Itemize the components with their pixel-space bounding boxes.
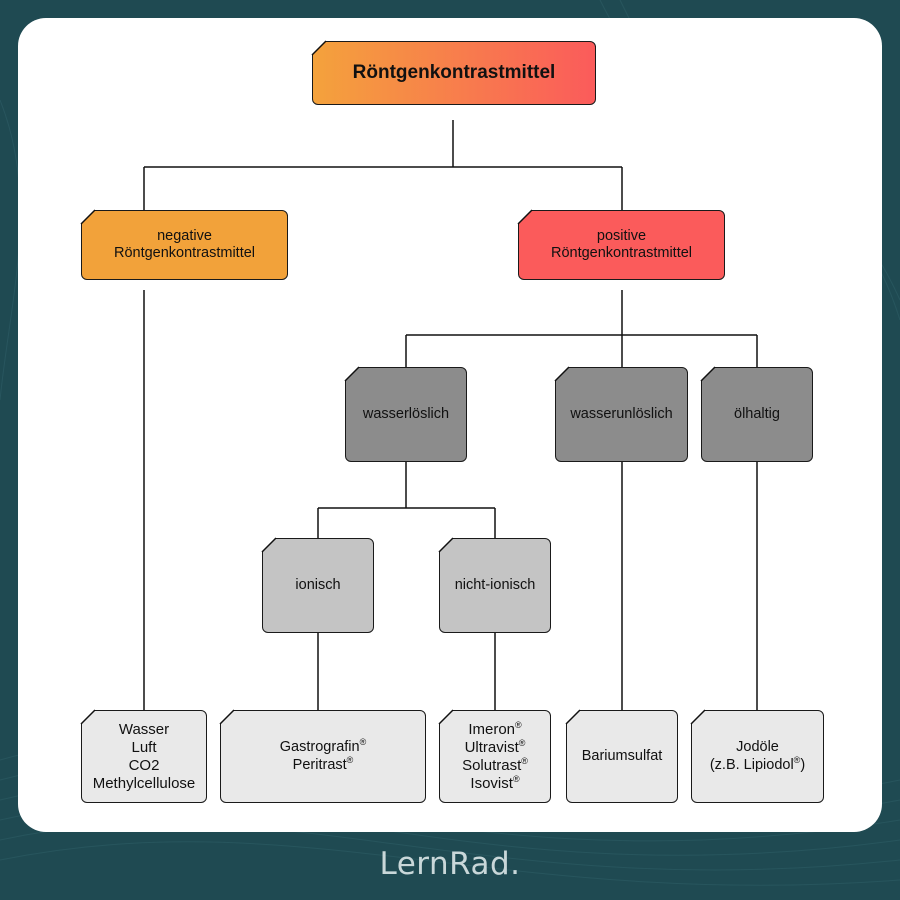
- brand-logo: LernRad.: [379, 846, 521, 882]
- node-corner-edge: [219, 709, 235, 725]
- leaf-insoluble-agents: Bariumsulfat: [566, 710, 678, 803]
- category-oil-based-label: ölhaltig: [734, 405, 780, 422]
- negative-node: negative Röntgenkontrastmittel: [81, 210, 288, 280]
- node-corner-edge: [80, 709, 96, 725]
- leaf-item: Solutrast: [462, 756, 522, 774]
- registered-mark: ®: [518, 737, 526, 748]
- leaf-item: Luft: [131, 738, 157, 756]
- root-label: Röntgenkontrastmittel: [352, 61, 556, 83]
- subcategory-nonionic-label: nicht-ionisch: [454, 576, 536, 593]
- leaf-item: CO2: [128, 756, 160, 774]
- registered-mark: ®: [793, 754, 801, 765]
- negative-label-line2: Röntgenkontrastmittel: [113, 245, 256, 261]
- leaf-item: Wasser: [118, 720, 170, 738]
- category-oil-based: ölhaltig: [701, 367, 813, 462]
- node-corner-edge: [690, 709, 706, 725]
- registered-mark: ®: [515, 719, 522, 730]
- leaf-item: Gastrografin: [279, 739, 360, 756]
- leaf-nonionic-agents: Imeron® Ultravist® Solutrast® Isovist®: [439, 710, 551, 803]
- registered-mark: ®: [512, 773, 520, 784]
- subcategory-nonionic: nicht-ionisch: [439, 538, 551, 633]
- node-corner-edge: [438, 537, 454, 553]
- positive-label-line1: positive: [596, 227, 647, 244]
- positive-node: positive Röntgenkontrastmittel: [518, 210, 725, 280]
- leaf-item: Jodöle: [736, 739, 779, 756]
- leaf-oil-agents: Jodöle (z.B. Lipiodol®): [691, 710, 824, 803]
- node-corner-edge: [700, 366, 716, 382]
- subcategory-ionic: ionisch: [262, 538, 374, 633]
- node-corner-edge: [311, 40, 327, 56]
- node-corner-edge: [554, 366, 570, 382]
- node-corner-edge: [344, 366, 360, 382]
- registered-mark: ®: [346, 754, 354, 765]
- category-water-soluble: wasserlöslich: [345, 367, 467, 462]
- positive-label-line2: Röntgenkontrastmittel: [550, 245, 693, 261]
- leaf-item: Peritrast: [292, 756, 347, 773]
- node-corner-edge: [517, 209, 533, 225]
- registered-mark: ®: [521, 755, 528, 766]
- leaf-item: Imeron: [468, 720, 516, 738]
- subcategory-ionic-label: ionisch: [295, 576, 341, 593]
- leaf-item: (z.B. Lipiodol: [709, 756, 794, 773]
- leaf-ionic-agents: Gastrografin® Peritrast®: [220, 710, 426, 803]
- category-water-insoluble-label: wasserunlöslich: [570, 405, 673, 422]
- leaf-negative-agents: Wasser Luft CO2 Methylcellulose: [81, 710, 207, 803]
- node-corner-edge: [261, 537, 277, 553]
- node-corner-edge: [80, 209, 96, 225]
- node-corner-edge: [438, 709, 454, 725]
- category-water-soluble-label: wasserlöslich: [362, 405, 450, 422]
- close-paren: ): [800, 756, 806, 773]
- leaf-item: Isovist: [470, 774, 513, 792]
- leaf-item: Methylcellulose: [92, 774, 196, 792]
- registered-mark: ®: [359, 737, 367, 748]
- negative-label-line1: negative: [157, 227, 212, 244]
- leaf-item: Bariumsulfat: [581, 747, 663, 764]
- category-water-insoluble: wasserunlöslich: [555, 367, 688, 462]
- leaf-item: Ultravist: [464, 738, 519, 756]
- root-node: Röntgenkontrastmittel: [312, 41, 596, 105]
- node-corner-edge: [565, 709, 581, 725]
